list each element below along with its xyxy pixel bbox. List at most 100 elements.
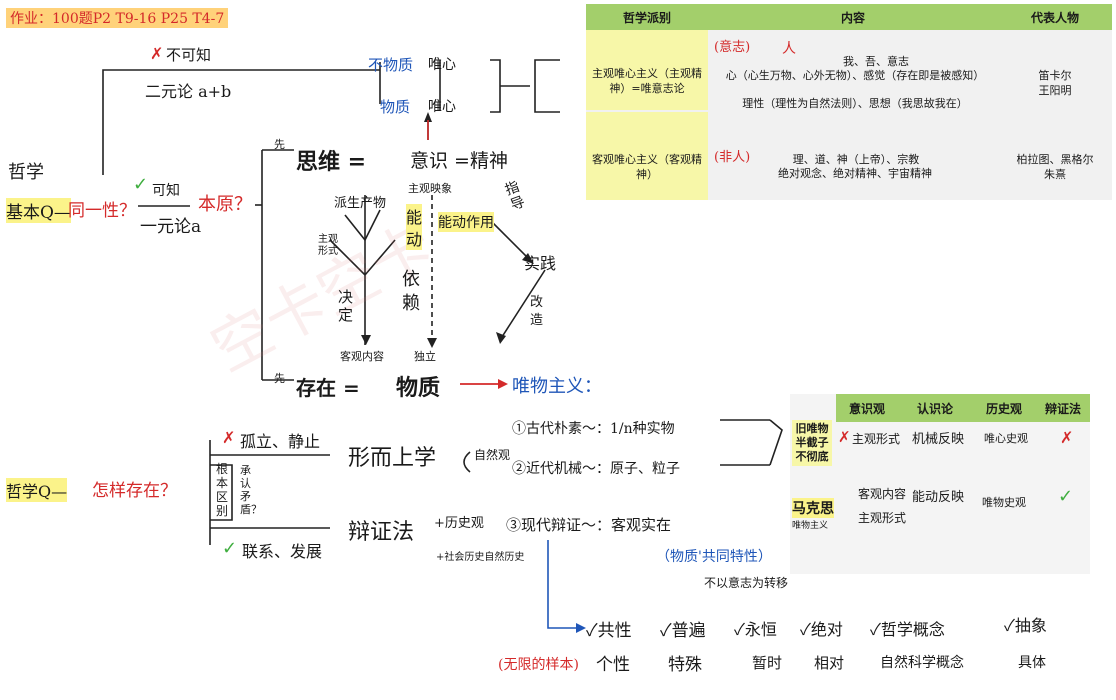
table2-row2-col3: 唯物史观 — [982, 496, 1026, 509]
thinking-label: 思维 = — [296, 149, 367, 175]
homework-text: 作业：100题P2 T9-16 P25 T4-7 — [10, 11, 225, 27]
infinite-samples: (无限的样本) — [498, 657, 579, 673]
practice-label: 实践 — [524, 254, 557, 273]
table1-row1-school: 主观唯心主义（主观精神）=唯意志论 — [592, 67, 702, 95]
derived-product: 派生产物 — [334, 196, 387, 211]
recognize-contradiction: 承认矛盾？ — [240, 464, 262, 516]
check-mark: ✓ — [133, 174, 149, 195]
lower-item-4: 相对 — [814, 654, 845, 672]
table2-row1-label: 旧唯物半截子不彻底 — [792, 420, 832, 466]
table2-row2-col1: 客观内容主观形式 — [858, 487, 907, 525]
active-role-label: 能动作用 — [438, 212, 494, 232]
bottom-item-2: ✓普遍 — [660, 616, 706, 641]
subjective-image: 主观映象 — [408, 182, 452, 195]
homework-note: 作业：100题P2 T9-16 P25 T4-7 — [6, 8, 229, 28]
table2-row2-label: 马克思 — [792, 498, 834, 518]
independent-label: 独立 — [414, 350, 436, 363]
rely-label: 依赖 — [402, 269, 420, 314]
table1-row2-content-1: 理、道、神（上帝）、宗教 — [792, 153, 920, 166]
table1-header-school: 哲学派别 — [586, 4, 708, 30]
root-difference: 根本区别 — [216, 462, 229, 518]
bottom-item-1-text: ✓共性 — [586, 621, 632, 641]
table2-header-dialectics: 辩证法 — [1036, 394, 1090, 422]
metaphysics-label: 形而上学 — [348, 446, 437, 471]
bottom-item-6-text: ✓抽象 — [1004, 616, 1047, 635]
connect-develop-label: 联系、发展 — [242, 542, 323, 561]
unknowable-label: 不可知 — [166, 46, 212, 64]
independent-of-will: 不以意志为转移 — [704, 576, 789, 590]
table1-band-row2 — [586, 112, 708, 200]
idealism-table: 哲学派别 内容 代表人物 主观唯心主义（主观精神）=唯意志论 (意志) 人 我、… — [586, 4, 1112, 200]
basic-question: 基本Q— — [6, 198, 71, 223]
table2-row2-col4: ✓ — [1058, 486, 1074, 507]
table1-row1-rep-2: 王阳明 — [1038, 84, 1072, 97]
table1-row2-school: 客观唯心主义（客观精神） — [592, 153, 702, 181]
first-label-1: 先 — [274, 138, 285, 151]
table2-header-consciousness: 意识观 — [836, 394, 898, 422]
table1-row2-rep-2: 朱熹 — [1044, 168, 1066, 181]
objective-content: 客观内容 — [340, 350, 384, 363]
idealism-label-1: 唯心 — [428, 57, 456, 73]
table2-row1-col2: 机械反映 — [912, 432, 965, 447]
nonmaterial-label: 不物质 — [368, 56, 414, 74]
lower-item-5: 自然科学概念 — [880, 655, 964, 671]
cross-mark-2: ✗ — [222, 428, 236, 447]
consciousness-label: 意识 =精神 — [410, 150, 508, 172]
bottom-item-4: ✓绝对 — [800, 616, 843, 640]
table1-row1-mark: 人 — [782, 41, 796, 57]
how-exists-question: 怎样存在？ — [92, 481, 177, 501]
table1-band-row1 — [586, 30, 708, 110]
table2-header-history: 历史观 — [972, 394, 1036, 422]
table2-header-epistemology: 认识论 — [898, 394, 972, 422]
origin-question: 本原？ — [198, 194, 252, 215]
bottom-item-3: ✓永恒 — [734, 616, 777, 640]
history-view-label: +历史观 — [434, 516, 484, 531]
world-question: 哲学Q— — [6, 478, 68, 502]
table2-row1-col4: ✗ — [1060, 428, 1074, 447]
cross-mark: ✗ — [150, 44, 164, 63]
active-char-1: 能 — [406, 204, 423, 228]
first-label-2: 先 — [274, 372, 285, 385]
lower-item-3: 暂时 — [752, 654, 783, 672]
table1-row1-content-1: 我、吾、意志 — [843, 55, 909, 68]
table2-row1-col1: 主观形式 — [852, 432, 901, 446]
table2-row1-mark: ✗ — [838, 428, 851, 446]
bottom-item-5: ✓哲学概念 — [870, 616, 945, 640]
decide-label: 决定 — [338, 288, 354, 324]
bottom-item-6: ✓抽象 — [1004, 612, 1047, 636]
knowable-label: 可知 — [152, 183, 180, 199]
active-char-2: 动 — [406, 226, 423, 250]
bottom-item-1: ✓共性 — [586, 616, 632, 641]
table1-row2-content-2: 绝对观念、绝对精神、宇宙精神 — [778, 167, 932, 180]
ancient-materialism: ①古代朴素～：1/n种实物 — [512, 421, 675, 437]
check-mark-2: ✓ — [222, 538, 238, 559]
dualism-label: 二元论 a+b — [145, 82, 232, 101]
monism-label: 一元论a — [140, 217, 202, 237]
bottom-item-3-text: ✓永恒 — [734, 620, 777, 639]
table1-header-content: 内容 — [708, 4, 998, 30]
table1-row1-rep-1: 笛卡尔 — [1038, 69, 1072, 82]
table2-row2-col2: 能动反映 — [912, 490, 965, 505]
contemporary-materialism: ③现代辩证～：客观实在 — [506, 516, 672, 534]
table1-row1-content-3: 理性（理性为自然法则）、思想（我思故我在） — [742, 97, 968, 110]
existence-label: 存在 = — [296, 376, 360, 400]
transform-label: 改造 — [530, 295, 544, 328]
identity-question: 同一性？ — [68, 201, 136, 221]
table1-row2-rep-1: 柏拉图、黑格尔 — [1016, 153, 1094, 166]
lower-item-2: 特殊 — [668, 655, 702, 675]
bottom-item-4-text: ✓绝对 — [800, 620, 843, 639]
table2-row1-col3: 唯心史观 — [984, 432, 1028, 445]
table1-header-reps: 代表人物 — [998, 4, 1112, 30]
materialism-table: 意识观 认识论 历史观 辩证法 旧唯物半截子不彻底 ✗ 主观形式 机械反映 唯心… — [790, 394, 1090, 574]
materialism-label: 唯物主义： — [512, 376, 602, 397]
modern-materialism: ②近代机械～：原子、粒子 — [512, 461, 680, 477]
dialectics-label: 辩证法 — [348, 520, 415, 545]
bottom-item-2-text: ✓普遍 — [660, 621, 706, 641]
lower-item-6: 具体 — [1018, 655, 1046, 671]
philosophy-label: 哲学 — [8, 162, 44, 183]
matter-label: 物质 — [396, 375, 441, 401]
idealism-label-2: 唯心 — [428, 99, 456, 115]
bottom-item-5-text: ✓哲学概念 — [870, 620, 945, 639]
material-label: 物质 — [380, 98, 411, 116]
